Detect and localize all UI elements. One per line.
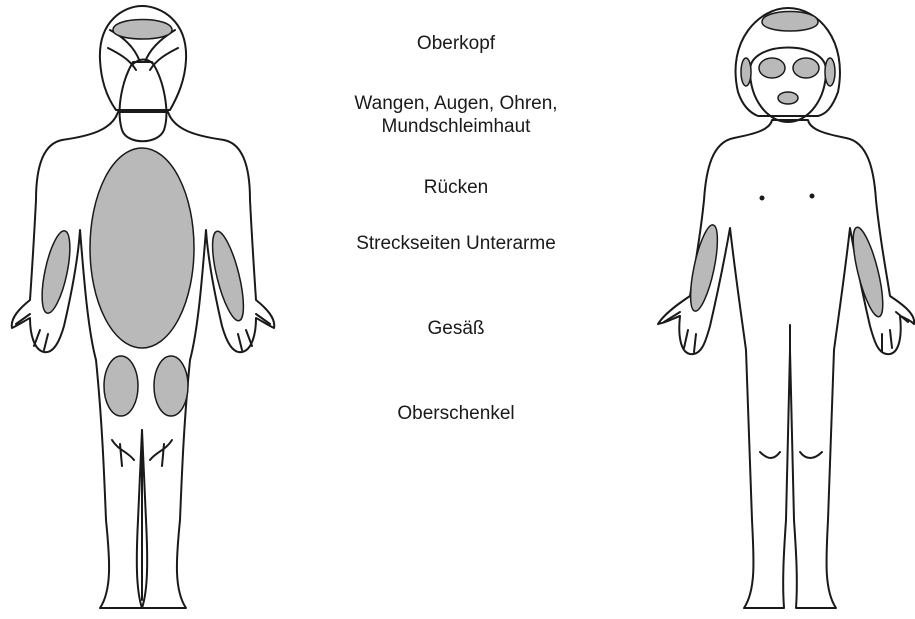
label-gesaess: Gesäß [256,317,656,340]
front-nipple-left [760,196,765,201]
affected-ear-left [741,58,751,86]
front-right-fingers [882,312,908,352]
front-body-outline [658,120,914,608]
front-knee-right [800,452,822,458]
affected-eye-left [759,58,785,78]
affected-scalp-front [762,12,818,32]
affected-mouth [778,92,798,104]
front-knee-left [760,452,780,458]
front-nipple-right [810,194,815,199]
affected-forearm-front-left [685,223,723,313]
affected-eye-right [793,58,819,78]
label-oberkopf: Oberkopf [256,32,656,55]
label-gesicht-line1: Wangen, Augen, Ohren, [256,92,656,115]
label-gesicht-line2: Mundschleimhaut [256,115,656,138]
label-ruecken: Rücken [256,176,656,199]
front-face-outline [750,48,826,123]
label-oberschenkel: Oberschenkel [256,402,656,425]
affected-ear-right [825,58,835,86]
label-unterarme: Streckseiten Unterarme [256,232,656,255]
affected-forearm-front-right [847,225,889,319]
